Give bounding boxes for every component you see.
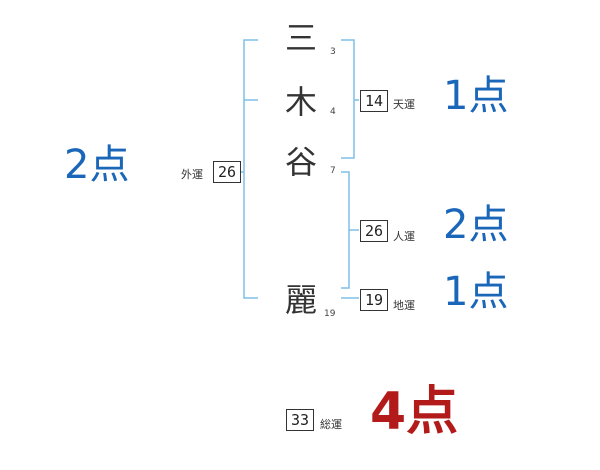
souun-score: 4点	[370, 382, 459, 442]
stroke-count-3: 7	[330, 166, 336, 176]
gaiun-score: 2点	[64, 142, 130, 188]
stroke-count-2: 4	[330, 107, 336, 117]
name-char-2: 木	[285, 83, 318, 121]
chiun-label: 地運	[393, 299, 415, 312]
gaiun-value-box: 26	[213, 161, 241, 183]
chiun-value-box: 19	[360, 289, 388, 311]
stroke-count-4: 19	[324, 309, 336, 319]
jinun-value-box: 26	[360, 220, 388, 242]
gaiun-label: 外運	[181, 168, 203, 181]
tenun-bracket	[341, 39, 355, 159]
jinun-label: 人運	[393, 230, 415, 243]
souun-value-box: 33	[286, 409, 314, 431]
name-char-4: 麗	[285, 281, 318, 319]
outer-bracket	[243, 39, 258, 299]
chiun-score: 1点	[443, 269, 509, 315]
tenun-value-box: 14	[360, 90, 388, 112]
jinun-bracket	[341, 171, 350, 289]
jinun-score: 2点	[443, 202, 509, 248]
tenun-score: 1点	[443, 73, 509, 119]
name-char-3: 谷	[285, 143, 318, 181]
stroke-count-1: 3	[330, 47, 336, 57]
tenun-label: 天運	[393, 98, 415, 111]
souun-label: 総運	[320, 418, 342, 431]
name-char-1: 三	[285, 19, 318, 57]
